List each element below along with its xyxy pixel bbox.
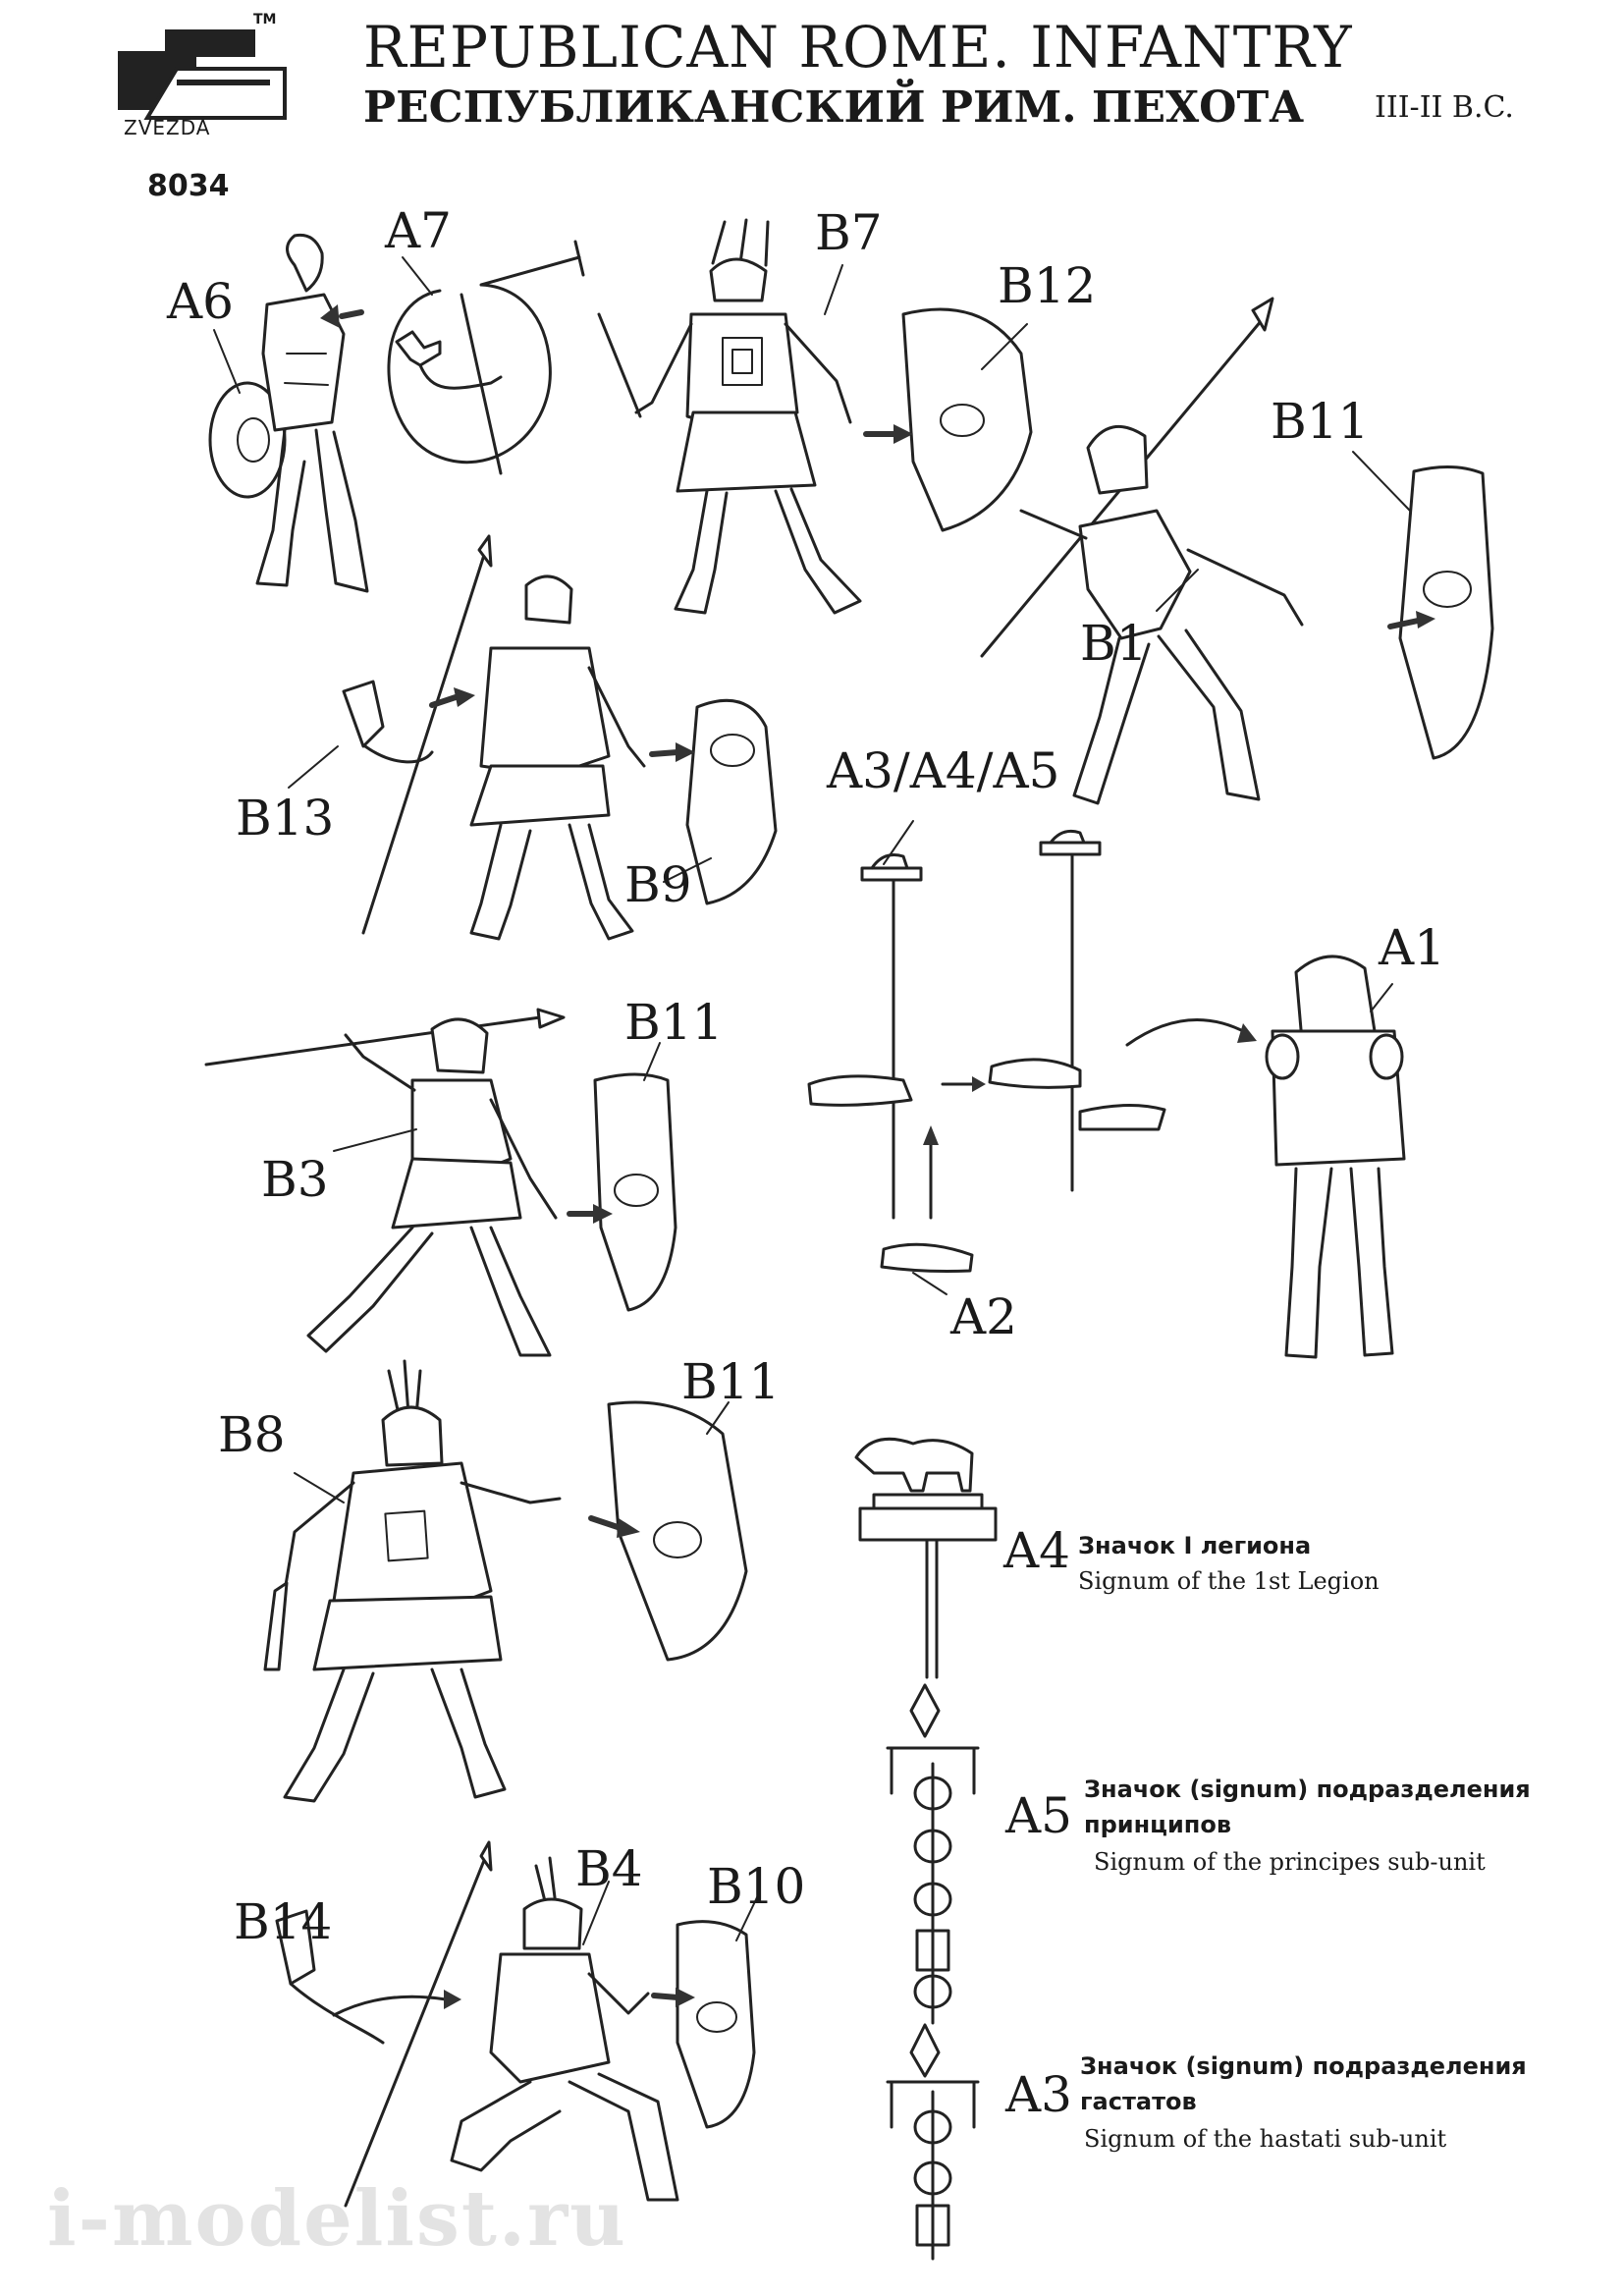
label-a1: A1	[1379, 919, 1445, 976]
label-b7: B7	[815, 204, 883, 261]
label-a7: A7	[385, 202, 452, 259]
label-a4: A4	[1003, 1522, 1070, 1579]
brand-name: ZVEZDA	[124, 116, 211, 139]
part-b12	[901, 307, 1033, 532]
product-code: 8034	[147, 169, 230, 203]
label-b9: B9	[624, 856, 692, 913]
figure-b9	[342, 534, 778, 941]
label-b1: B1	[1080, 615, 1148, 672]
label-a2: A2	[950, 1288, 1017, 1345]
label-a3-a4-a5: A3/A4/A5	[827, 742, 1060, 799]
a4-desc-en: Signum of the 1st Legion	[1078, 1567, 1380, 1595]
assembly-arrows	[320, 304, 1435, 2007]
a3-desc-ru-1: Значок (signum) подразделения	[1080, 2052, 1527, 2080]
signum-a5	[886, 1683, 980, 2025]
label-a5: A5	[1005, 1787, 1072, 1844]
label-b11-top: B11	[1271, 393, 1370, 450]
label-b10: B10	[707, 1858, 806, 1915]
part-a7	[387, 240, 585, 475]
watermark: i-modelist.ru	[47, 2174, 627, 2264]
label-b11-mid: B11	[624, 994, 724, 1051]
label-b8: B8	[218, 1406, 286, 1463]
label-b11-low: B11	[681, 1353, 781, 1410]
a3-desc-en: Signum of the hastati sub-unit	[1084, 2125, 1447, 2153]
a5-desc-ru-1: Значок (signum) подразделения	[1084, 1776, 1531, 1803]
label-b4: B4	[575, 1840, 643, 1897]
label-b12: B12	[998, 257, 1097, 314]
signum-a4	[854, 1437, 998, 1679]
figure-b1	[980, 297, 1494, 805]
a3-desc-ru-2: гастатов	[1080, 2088, 1197, 2115]
trademark: TM	[253, 12, 277, 27]
period: III-II B.C.	[1375, 90, 1514, 125]
figure-b8	[263, 1359, 748, 1803]
page-title-ru: РЕСПУБЛИКАНСКИЙ РИМ. ПЕХОТА	[363, 82, 1305, 133]
a5-desc-ru-2: принципов	[1084, 1811, 1232, 1838]
label-b3: B3	[261, 1151, 329, 1208]
figure-a6	[208, 233, 369, 593]
label-a3: A3	[1005, 2066, 1072, 2123]
label-a6: A6	[167, 273, 234, 330]
leader-lines	[213, 256, 1411, 1945]
label-b13: B13	[236, 790, 335, 847]
a5-desc-en: Signum of the principes sub-unit	[1094, 1848, 1486, 1876]
page-title: REPUBLICAN ROME. INFANTRY	[363, 14, 1353, 81]
assembly-a3-a5	[807, 829, 1166, 1273]
a4-desc-ru: Значок I легиона	[1078, 1532, 1312, 1559]
zvezda-logo-icon	[118, 29, 287, 120]
figure-b3	[204, 1008, 677, 1357]
figure-b4	[275, 1840, 756, 2208]
figure-a1	[1125, 955, 1406, 1359]
figure-b7	[597, 218, 862, 615]
signum-a3	[886, 2023, 980, 2261]
label-b14: B14	[234, 1893, 333, 1950]
